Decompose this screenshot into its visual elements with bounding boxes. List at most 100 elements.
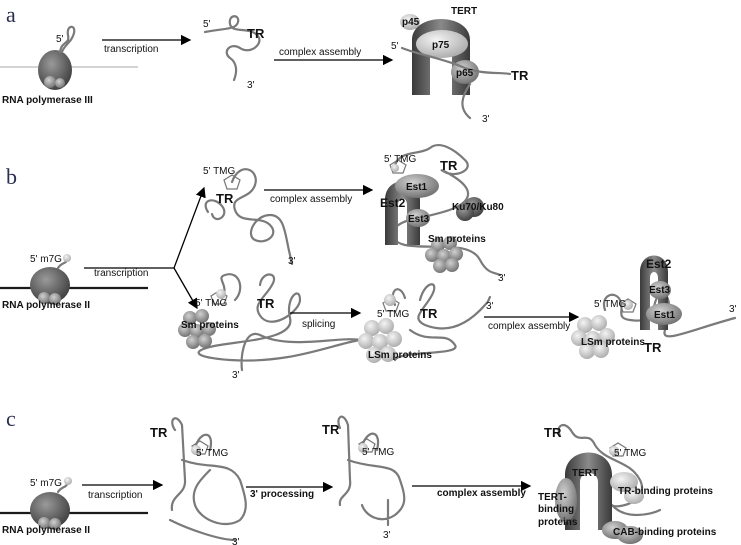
transcription-label: transcription: [104, 44, 158, 55]
est3-label: Est3: [649, 285, 671, 296]
panel-c-letter: c: [6, 406, 16, 431]
vertebrate-tr-precursor: TR 5' TMG 3': [150, 417, 247, 545]
vertebrate-tr-processed: TR 5' TMG 3': [322, 415, 406, 541]
cab-binding-label: CAB-binding proteins: [613, 527, 717, 538]
three-prime-label: 3': [486, 301, 494, 312]
tmg-cap: [223, 174, 241, 190]
tert-label: TERT: [572, 468, 598, 479]
est1-protein: [395, 174, 439, 198]
lsm-ring: [571, 315, 615, 359]
tmg-label: 5' TMG: [384, 154, 417, 165]
assembly-label-upper: complex assembly: [270, 194, 352, 205]
tr-label: TR: [544, 425, 562, 440]
rna-polymerase-iii: [38, 50, 72, 90]
sm-label: Sm proteins: [428, 234, 486, 245]
sm-label: Sm proteins: [181, 320, 239, 331]
three-prime-label: 3': [383, 530, 391, 541]
polymerase-label: RNA polymerase II: [2, 525, 90, 536]
tert-binding-label-1: TERT-: [538, 492, 567, 503]
rna-polymerase-ii: [30, 492, 70, 530]
branch-down-arrow: [173, 267, 198, 310]
tert-binding-label-2: binding: [538, 504, 574, 515]
transcription-label: transcription: [94, 268, 148, 279]
rna-polymerase-ii: [30, 267, 70, 305]
polymerase-label: RNA polymerase III: [2, 95, 93, 106]
est3-protein: [649, 281, 671, 299]
tert-binding-protein: [555, 478, 577, 522]
processing-label: 3' processing: [250, 489, 314, 500]
three-prime-label: 3': [247, 80, 255, 91]
three-prime-label: 3': [288, 256, 296, 267]
panel-c: c 5' m7G RNA polymerase II transcription…: [0, 406, 717, 545]
p45-label: p45: [402, 17, 420, 28]
three-prime-label: 3': [232, 370, 240, 381]
p75-protein: [416, 30, 468, 58]
lsm-label: LSm proteins: [581, 337, 645, 348]
yeast-telomerase-complex-lower: Est2 Est3 Est1 5' TMG LSm proteins TR 3': [571, 255, 737, 359]
cap-label: 5' m7G: [30, 478, 62, 489]
lsm-label: LSm proteins: [368, 350, 432, 361]
ciliate-telomerase-complex: TERT p45 p75 p65 5' TR 3': [391, 6, 529, 125]
tert-protein: [565, 452, 612, 530]
yeast-tr-upper: 5' TMG TR 3': [203, 166, 296, 267]
m7g-cap: [64, 477, 72, 485]
lsm-ring: [358, 318, 402, 363]
est3-protein: [406, 209, 430, 227]
tmg-label: 5' TMG: [614, 448, 647, 459]
panel-a-letter: a: [6, 2, 16, 27]
nascent-rna: [56, 482, 69, 494]
three-prime-label: 3': [482, 114, 490, 125]
tmg-label: 5' TMG: [362, 447, 395, 458]
p65-label: p65: [456, 68, 474, 79]
three-prime-label: 3': [232, 537, 240, 545]
panel-a: a 5' RNA polymerase III transcription 5'…: [0, 2, 529, 125]
tmg-label: 5' TMG: [594, 299, 627, 310]
ku-label: Ku70/Ku80: [452, 202, 504, 213]
assembly-label: complex assembly: [437, 488, 526, 499]
yeast-tr-mature: 5' TMG TR LSm proteins 3': [358, 283, 494, 363]
tr-label: TR: [247, 26, 265, 41]
five-prime-label: 5': [391, 41, 399, 52]
est2-label: Est2: [380, 196, 406, 210]
polymerase-label: RNA polymerase II: [2, 300, 90, 311]
tr-label: TR: [644, 340, 662, 355]
tr-label: TR: [440, 158, 458, 173]
nascent-rna: [58, 25, 76, 54]
tr-label: TR: [257, 296, 275, 311]
tr-label: TR: [420, 306, 438, 321]
vertebrate-telomerase-complex: TR TERT 5' TMG TERT- binding proteins TR…: [538, 423, 717, 544]
p45-protein: [400, 14, 420, 30]
tr-label: TR: [216, 191, 234, 206]
five-prime-label: 5': [56, 34, 64, 45]
tmg-label: 5' TMG: [377, 309, 410, 320]
assembly-label-lower: complex assembly: [488, 321, 570, 332]
panel-b: b 5' m7G RNA polymerase II transcription…: [0, 144, 737, 381]
tmg-label: 5' TMG: [203, 166, 236, 177]
tr-label: TR: [150, 425, 168, 440]
splicing-label: splicing: [302, 319, 335, 330]
three-prime-label: 3': [729, 304, 737, 315]
tert-binding-label-3: proteins: [538, 517, 578, 528]
est1-protein: [646, 303, 682, 325]
yeast-tr-precursor: 5' TMG TR Sm proteins 3': [178, 273, 362, 381]
three-prime-label: 3': [498, 273, 506, 284]
cab-binding-proteins: [602, 521, 643, 544]
transcription-label: transcription: [88, 490, 142, 501]
tr-label: TR: [322, 422, 340, 437]
five-prime-label: 5': [203, 19, 211, 30]
tert-label: TERT: [451, 6, 477, 17]
sm-ring: [178, 309, 216, 349]
tr-binding-label: TR-binding proteins: [618, 486, 713, 497]
cap-label: 5' m7G: [30, 254, 62, 265]
assembly-label: complex assembly: [279, 47, 361, 58]
tr-binding-protein: [610, 472, 638, 492]
branch-up-arrow: [173, 186, 206, 269]
tr-rna: [203, 15, 261, 82]
sm-ring: [425, 236, 463, 273]
est1-label: Est1: [406, 182, 428, 193]
tmg-label: 5' TMG: [195, 298, 228, 309]
p75-label: p75: [432, 40, 450, 51]
tr-label: TR: [511, 68, 529, 83]
m7g-cap: [63, 254, 71, 262]
